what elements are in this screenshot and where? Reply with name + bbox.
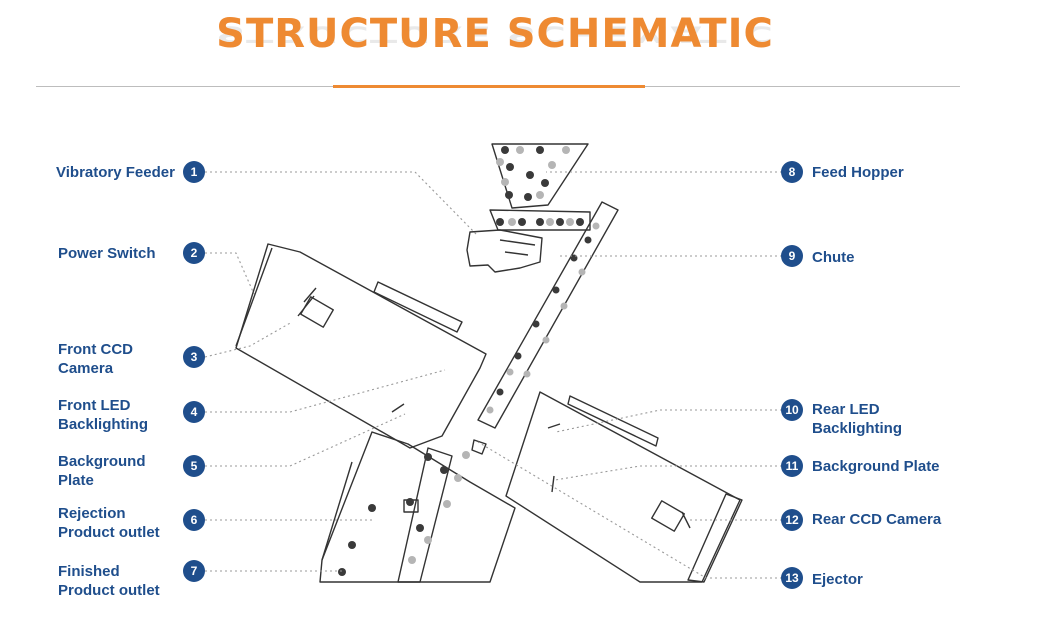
- callout-label-13: Ejector: [812, 571, 863, 588]
- callout-badge-2: 2: [183, 242, 205, 264]
- vibratory-feeder: [466, 229, 543, 273]
- callout-badge-6: 6: [183, 509, 205, 531]
- callout-badge-4: 4: [183, 401, 205, 423]
- callout-badge-8: 8: [781, 161, 803, 183]
- callout-label-5: Background Plate: [58, 453, 146, 489]
- callout-badge-5: 5: [183, 455, 205, 477]
- callout-label-6: Rejection Product outlet: [58, 505, 160, 541]
- front-ccd-camera-icon: [300, 296, 334, 328]
- callout-badge-7: 7: [183, 560, 205, 582]
- feed-hopper: [491, 143, 589, 209]
- hopper-tray: [489, 209, 591, 231]
- rear-camera-housing: [505, 391, 741, 583]
- ejector-nozzle: [471, 439, 487, 455]
- rear-top-plate: [567, 395, 659, 447]
- callout-label-3: Front CCD Camera: [58, 341, 133, 377]
- callout-label-11: Background Plate: [812, 458, 940, 475]
- callout-badge-12: 12: [781, 509, 803, 531]
- separator-flap: [397, 447, 453, 583]
- callout-label-12: Rear CCD Camera: [812, 511, 942, 528]
- callout-badge-10: 10: [781, 399, 803, 421]
- callout-badge-11: 11: [781, 455, 803, 477]
- callout-label-9: Chute: [812, 249, 855, 266]
- callout-badge-9: 9: [781, 245, 803, 267]
- rear-ccd-camera-icon: [651, 500, 685, 532]
- callout-label-10: Rear LED Backlighting: [812, 401, 903, 437]
- callout-badge-1: 1: [183, 161, 205, 183]
- callout-label-1: Vibratory Feeder: [56, 164, 175, 181]
- callout-badge-3: 3: [183, 346, 205, 368]
- material-dots: [338, 146, 600, 576]
- callout-label-4: Front LED Backlighting: [58, 397, 149, 433]
- front-camera-housing: [235, 243, 487, 449]
- title-accent-bar: [333, 85, 645, 88]
- callout-badge-13: 13: [781, 567, 803, 589]
- callout-label-8: Feed Hopper: [812, 164, 904, 181]
- leader-lines: [204, 171, 782, 579]
- page-title: STRUCTURE SCHEMATIC: [216, 11, 774, 57]
- callout-label-7: Finished Product outlet: [58, 563, 160, 599]
- rear-end-plate: [687, 493, 743, 583]
- chute-rail: [477, 201, 619, 429]
- front-top-plate: [373, 281, 463, 333]
- callout-label-2: Power Switch: [58, 245, 156, 262]
